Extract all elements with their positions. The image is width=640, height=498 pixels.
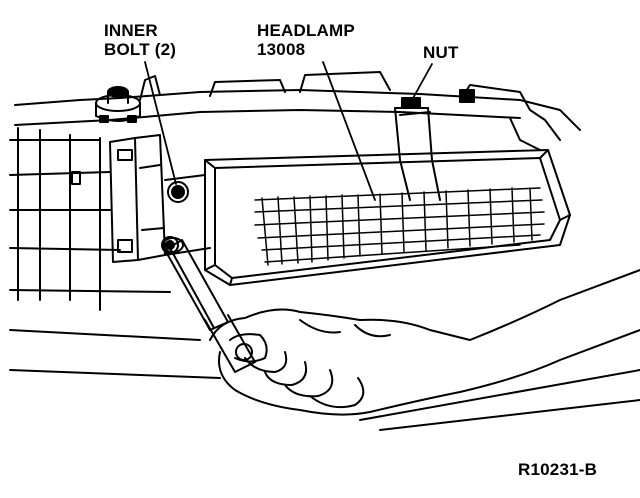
headlamp-label-line-1: HEADLAMP [257, 21, 355, 40]
headlamp-bracket [109, 134, 211, 263]
headlamp-housing [204, 149, 571, 286]
hand [209, 269, 640, 416]
leader-headlamp [322, 61, 376, 201]
headlamp-lens-pattern [254, 187, 545, 266]
leader-inner-bolt [144, 61, 177, 185]
headlamp-label-line-2: 13008 [257, 40, 306, 59]
nut-bracket [394, 89, 475, 201]
leader-lines [144, 61, 433, 201]
inner-bolt-label-line-2: BOLT (2) [104, 40, 177, 59]
figure-id: R10231-B [518, 460, 598, 479]
inner-bolt-label: INNER BOLT (2) [104, 21, 176, 59]
nut-label: NUT [423, 43, 459, 62]
ratchet-wrench [162, 237, 256, 373]
leader-nut [411, 63, 433, 101]
inner-bolt-label-line-1: INNER [104, 21, 158, 40]
isolator-mount [95, 86, 141, 123]
radiator-support [9, 71, 581, 311]
headlamp-label: HEADLAMP 13008 [257, 21, 355, 59]
lower-fascia [9, 329, 640, 431]
